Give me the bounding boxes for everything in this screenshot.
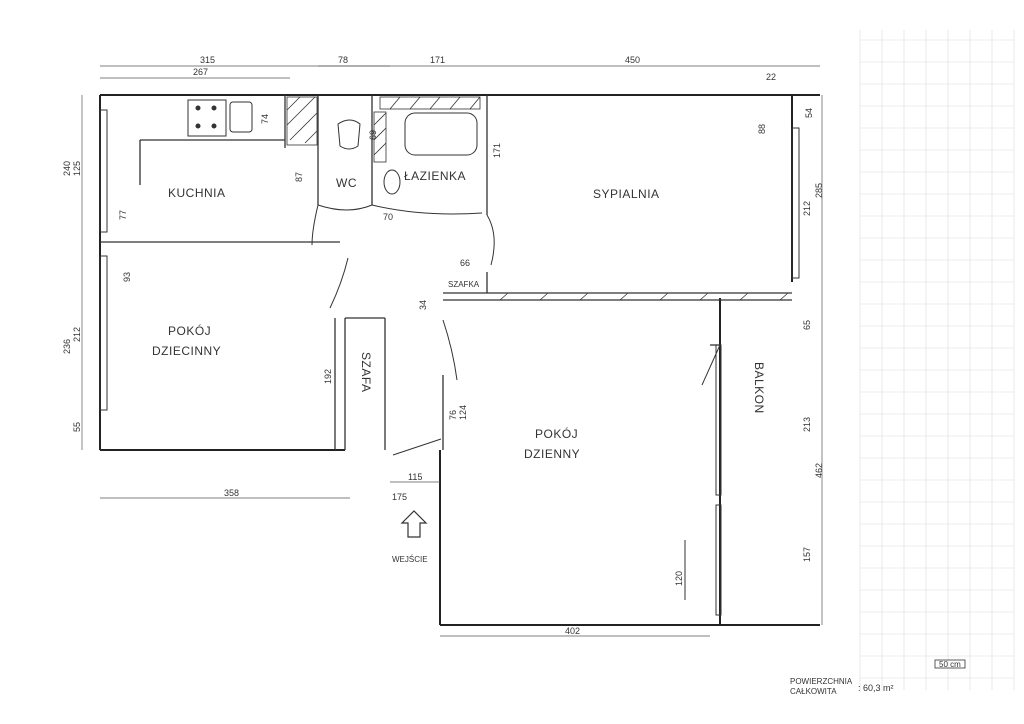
dim-wardrobe-192: 192 <box>323 369 333 384</box>
room-living-line2: DZIENNY <box>524 447 580 461</box>
room-kids-line1: POKÓJ <box>168 323 211 338</box>
entrance-label: WEJŚCIE <box>392 555 428 564</box>
dim-bottom-115: 115 <box>408 472 422 482</box>
dim-wc-70: 70 <box>383 212 393 222</box>
dim-kids-93: 93 <box>122 272 132 282</box>
dim-top-450: 450 <box>625 55 640 65</box>
dim-entry-124: 124 <box>458 405 468 420</box>
dim-top-78: 78 <box>338 55 348 65</box>
area-label-line2: CAŁKOWITA <box>790 687 837 696</box>
dim-kitchen-74: 74 <box>260 114 270 124</box>
room-kitchen: KUCHNIA <box>168 186 226 200</box>
dim-bedroom-54: 54 <box>804 108 814 118</box>
dim-top-22: 22 <box>766 72 776 82</box>
dim-right-462: 462 <box>814 463 824 478</box>
dim-left-125: 125 <box>72 161 82 176</box>
area-value: : 60,3 m² <box>858 683 894 693</box>
inner-walls <box>100 95 792 450</box>
dim-bedroom-285: 285 <box>814 183 824 198</box>
room-balcony: BALKON <box>752 362 766 414</box>
room-kids-line2: DZIECINNY <box>152 344 221 358</box>
dim-bath-69: 69 <box>368 130 378 140</box>
dim-top-267: 267 <box>193 67 208 77</box>
scale-bar <box>934 659 966 669</box>
hatched-walls <box>286 96 789 301</box>
dim-bottom-402: 402 <box>565 626 580 636</box>
dim-kitchen-87: 87 <box>294 172 304 182</box>
dim-entry-76: 76 <box>448 410 458 420</box>
windows <box>99 109 800 616</box>
dim-bedroom-212: 212 <box>802 201 812 216</box>
dim-left-236: 236 <box>62 339 72 354</box>
dim-right-120: 120 <box>674 571 684 586</box>
room-bedroom: SYPIALNIA <box>593 187 660 201</box>
dim-bedroom-88: 88 <box>757 124 767 134</box>
dim-top-171: 171 <box>430 55 445 65</box>
dimension-lines <box>81 65 823 637</box>
dim-right-65: 65 <box>802 320 812 330</box>
room-wardrobe: SZAFA <box>359 352 373 393</box>
dim-top-315: 315 <box>200 55 215 65</box>
dim-bottom-175: 175 <box>392 492 407 502</box>
dim-right-157: 157 <box>802 547 812 562</box>
dim-left-240: 240 <box>62 161 72 176</box>
area-label-line1: POWIERZCHNIA <box>790 677 853 686</box>
room-bathroom: ŁAZIENKA <box>404 169 466 183</box>
dim-left-55: 55 <box>72 422 82 432</box>
dim-cupboard-66: 66 <box>460 258 470 268</box>
dim-corridor-34: 34 <box>418 300 428 310</box>
room-wc: WC <box>336 176 357 190</box>
dim-right-213: 213 <box>802 417 812 432</box>
fixtures <box>187 99 721 600</box>
entrance-arrow-icon <box>400 510 428 538</box>
dim-kitchen-77: 77 <box>118 210 128 220</box>
dim-left-212: 212 <box>72 327 82 342</box>
room-cupboard: SZAFKA <box>448 280 480 289</box>
graph-paper-grid <box>859 30 1015 690</box>
dim-bath-171: 171 <box>492 143 502 158</box>
room-living-line1: POKÓJ <box>535 426 578 441</box>
scale-label: 50 cm <box>939 660 961 669</box>
dim-bottom-358: 358 <box>224 488 239 498</box>
